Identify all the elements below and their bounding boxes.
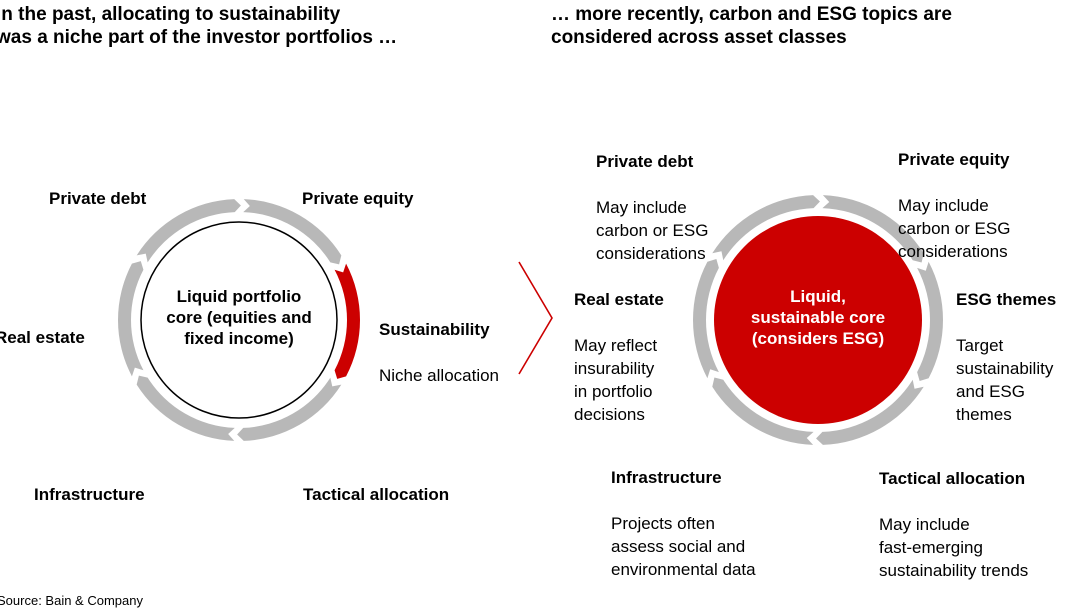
right-segment-right (917, 261, 943, 381)
right-esg-themes-title: ESG themes (956, 290, 1057, 309)
left-segment-bottom-left (136, 375, 235, 441)
right-segment-bottom-right (816, 379, 924, 445)
heading-right: … more recently, carbon and ESG topics a… (551, 4, 952, 48)
right-infrastructure-title: Infrastructure (611, 468, 722, 487)
right-tactical-allocation-desc: May include fast-emerging sustainability… (879, 515, 1029, 580)
right-label-tactical-allocation: Tactical allocation May include fast-eme… (879, 444, 1028, 605)
right-segment-left (693, 259, 719, 379)
right-tactical-allocation-title: Tactical allocation (879, 469, 1026, 488)
heading-left: In the past, allocating to sustainabilit… (0, 4, 398, 48)
left-core-circle (140, 221, 338, 419)
right-private-debt-title: Private debt (596, 152, 694, 171)
left-private-debt-title: Private debt (49, 189, 147, 208)
left-label-sustainability: Sustainability Niche allocation (379, 295, 499, 410)
left-private-equity-title: Private equity (302, 189, 414, 208)
left-label-private-debt: Private debt (49, 164, 146, 233)
left-sustainability-title: Sustainability (379, 320, 490, 339)
right-label-private-equity: Private equity May include carbon or ESG… (898, 125, 1010, 286)
right-segment-top-left (712, 195, 820, 261)
left-infrastructure-title: Infrastructure (34, 485, 145, 504)
left-real-estate-title: Real estate (0, 328, 85, 347)
right-label-infrastructure: Infrastructure Projects often assess soc… (611, 443, 756, 604)
right-private-debt-desc: May include carbon or ESG considerations (596, 198, 709, 263)
right-real-estate-desc: May reflect insurability in portfolio de… (574, 336, 658, 424)
left-label-tactical-allocation: Tactical allocation (303, 460, 449, 529)
right-real-estate-title: Real estate (574, 290, 664, 309)
left-label-real-estate: Real estate (0, 303, 85, 372)
left-segment-top-left (136, 199, 241, 263)
right-core-circle (714, 216, 922, 424)
right-infrastructure-desc: Projects often assess social and environ… (611, 514, 756, 579)
right-esg-themes-desc: Target sustainability and ESG themes (956, 336, 1054, 424)
left-segment-bottom-right (237, 377, 342, 441)
left-sustainability-desc: Niche allocation (379, 366, 500, 385)
right-label-private-debt: Private debt May include carbon or ESG c… (596, 127, 708, 288)
right-label-esg-themes: ESG themes Target sustainability and ESG… (956, 265, 1056, 449)
right-private-equity-desc: May include carbon or ESG considerations (898, 196, 1011, 261)
left-label-private-equity: Private equity (302, 164, 414, 233)
left-segment-right-sustainability (334, 263, 360, 379)
right-label-real-estate: Real estate May reflect insurability in … (574, 265, 664, 449)
left-segment-top-right (243, 199, 342, 265)
left-segment-left (118, 261, 144, 377)
transition-chevron-icon (518, 261, 553, 375)
right-segment-top-right (822, 195, 924, 263)
left-tactical-allocation-title: Tactical allocation (303, 485, 450, 504)
right-core-text: Liquid, sustainable core (considers ESG) (750, 287, 886, 348)
left-ring (118, 199, 360, 441)
left-label-infrastructure: Infrastructure (34, 460, 145, 529)
source-note: Source: Bain & Company (0, 593, 143, 608)
right-ring (693, 195, 943, 445)
left-core-text: Liquid portfolio core (equities and fixe… (166, 287, 312, 348)
right-private-equity-title: Private equity (898, 150, 1010, 169)
right-segment-bottom-left (712, 377, 814, 445)
